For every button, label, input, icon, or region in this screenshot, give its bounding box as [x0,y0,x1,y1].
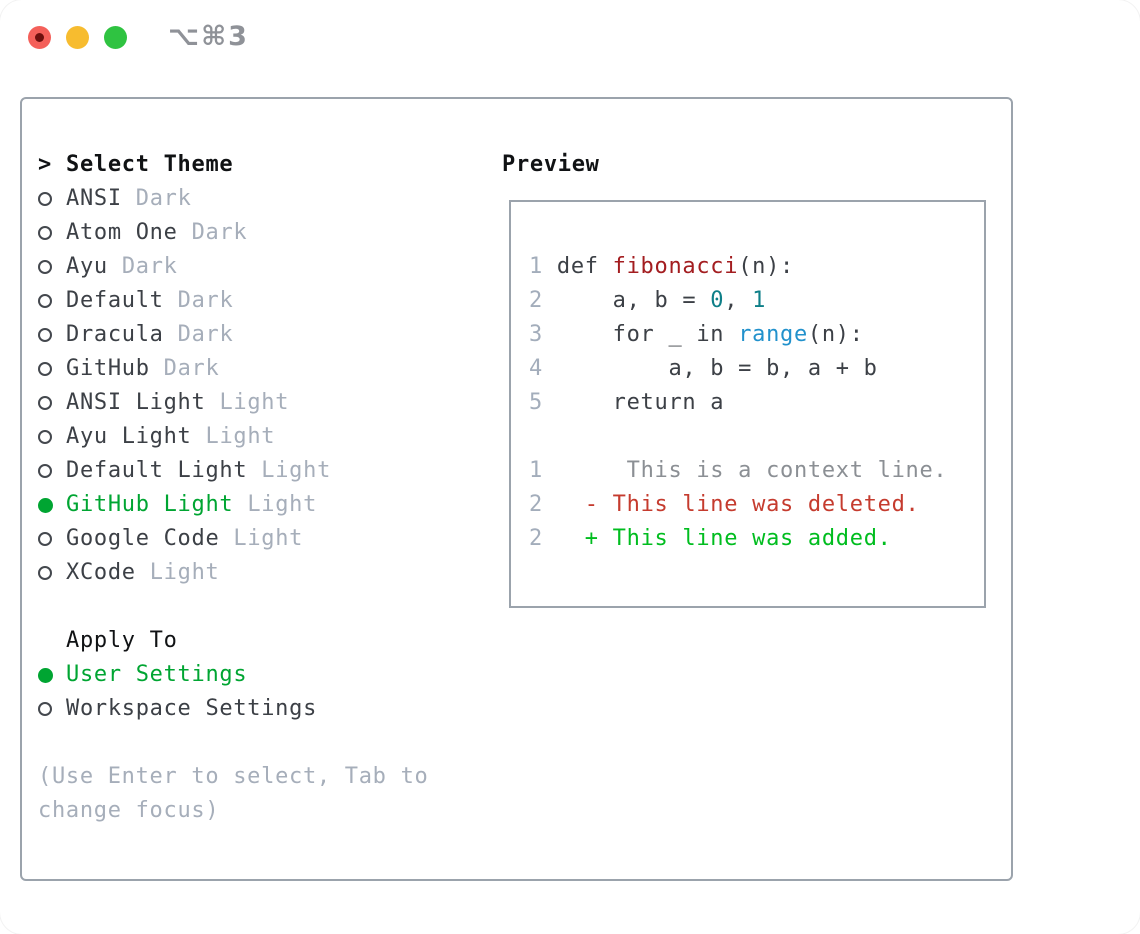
code-segment: return a [556,390,725,415]
close-button[interactable] [28,26,51,49]
select-theme-header: > Select Theme [38,148,438,182]
code-segment: 1 [752,288,767,313]
code-segment: fibonacci [612,254,739,279]
code-segment: range [738,322,808,347]
code-segment: (n): [738,254,794,279]
theme-option-ayu-light[interactable]: Ayu Light Light [38,420,438,454]
code-segment: for _ in [556,322,739,347]
theme-name: Google Code [66,526,220,551]
theme-option-google-code[interactable]: Google Code Light [38,522,438,556]
radio-selected-icon [38,667,66,683]
theme-variant-badge: Dark [177,322,234,347]
code-segment: 0 [710,288,725,313]
radio-icon [38,702,66,716]
theme-variant-badge: Dark [177,288,234,313]
code-segment: a, b = b, a + b [556,356,878,381]
minimize-button[interactable] [66,26,89,49]
apply-option-label: Workspace Settings [66,696,318,721]
theme-option-ansi-light[interactable]: ANSI Light Light [38,386,438,420]
radio-icon [38,328,66,342]
radio-icon [38,430,66,444]
radio-icon [38,260,66,274]
spacer [38,726,438,760]
spacer [38,590,438,624]
preview-header: Preview [502,152,600,177]
zoom-button[interactable] [104,26,127,49]
theme-name: Default Light [66,458,248,483]
line-number: 2 [529,288,557,313]
theme-option-ayu[interactable]: Ayu Dark [38,250,438,284]
theme-option-dracula[interactable]: Dracula Dark [38,318,438,352]
preview-box: 1 def fibonacci(n): 2 a, b = 0, 1 3 for … [509,200,986,608]
theme-variant-badge: Light [247,492,318,517]
radio-icon [38,226,66,240]
apply-option-label: User Settings [66,662,248,687]
theme-name: GitHub [66,356,150,381]
theme-option-default-light[interactable]: Default Light Light [38,454,438,488]
theme-variant-badge: Dark [121,254,178,279]
code-segment: + This line was added. [542,526,892,551]
radio-icon [38,192,66,206]
theme-name: Atom One [66,220,178,245]
apply-option-workspace-settings[interactable]: Workspace Settings [38,692,438,726]
theme-name: Ayu [66,254,108,279]
titlebar: ⌥⌘3 [0,0,1140,74]
radio-icon [38,532,66,546]
code-segment: (n): [807,322,864,347]
code-segment: This is a context line. [542,458,948,483]
theme-variant-badge: Dark [191,220,248,245]
theme-name: Dracula [66,322,164,347]
radio-icon [38,464,66,478]
radio-icon [38,566,66,580]
line-number: 1 [529,458,543,483]
theme-variant-badge: Light [261,458,332,483]
focus-caret-icon: > [38,152,52,177]
theme-variant-badge: Dark [135,186,192,211]
code-segment: a, b = [556,288,711,313]
close-dot-icon [35,33,44,42]
theme-variant-badge: Light [233,526,304,551]
window-title: ⌥⌘3 [168,21,249,52]
radio-icon [38,396,66,410]
theme-name: GitHub Light [66,492,234,517]
theme-option-github[interactable]: GitHub Dark [38,352,438,386]
code-segment: def [556,254,613,279]
theme-option-ansi[interactable]: ANSI Dark [38,182,438,216]
theme-option-atom-one[interactable]: Atom One Dark [38,216,438,250]
line-number: 2 [529,492,543,517]
line-number: 3 [529,322,557,347]
radio-selected-icon [38,497,66,513]
theme-name: XCode [66,560,136,585]
theme-option-default[interactable]: Default Dark [38,284,438,318]
radio-icon [38,362,66,376]
theme-variant-badge: Dark [163,356,220,381]
line-number: 5 [529,390,557,415]
theme-variant-badge: Light [205,424,276,449]
line-number: 1 [529,254,557,279]
theme-name: ANSI [66,186,122,211]
line-number: 2 [529,526,543,551]
theme-variant-badge: Light [149,560,220,585]
apply-option-user-settings[interactable]: User Settings [38,658,438,692]
hint-text: (Use Enter to select, Tab to change focu… [38,764,429,823]
theme-variant-badge: Light [219,390,290,415]
theme-option-github-light[interactable]: GitHub Light Light [38,488,438,522]
theme-name: Ayu Light [66,424,192,449]
line-number: 4 [529,356,557,381]
code-preview: 1 def fibonacci(n): 2 a, b = 0, 1 3 for … [511,202,984,556]
apply-to-header: Apply To [66,628,178,653]
code-segment: , [724,288,753,313]
theme-name: Default [66,288,164,313]
traffic-lights [28,26,142,49]
code-segment: - This line was deleted. [542,492,920,517]
radio-icon [38,294,66,308]
theme-name: ANSI Light [66,390,206,415]
theme-option-xcode[interactable]: XCode Light [38,556,438,590]
select-theme-title: Select Theme [66,152,234,177]
